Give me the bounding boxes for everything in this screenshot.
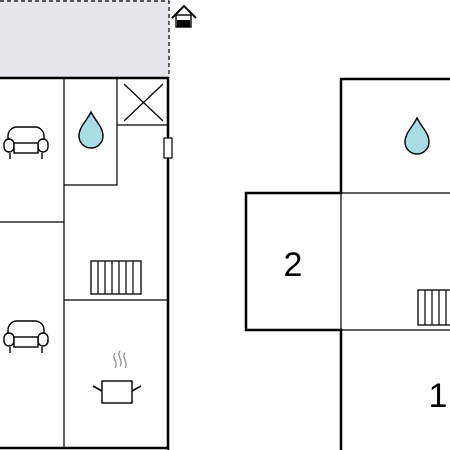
terrace-area xyxy=(0,0,169,78)
room-number-2: 2 xyxy=(284,246,303,284)
radiator-icon xyxy=(417,289,450,326)
ground-floor-outer-wall xyxy=(0,76,170,450)
radiator-icon xyxy=(90,260,142,295)
bathroom-drop-icon xyxy=(78,110,104,149)
ground-floor xyxy=(0,0,197,450)
cooking-pot-icon xyxy=(92,350,142,404)
boiler-cross-icon xyxy=(123,83,164,122)
entrance-icon xyxy=(171,4,197,28)
upper-floor: 2 1 xyxy=(244,77,450,450)
sofa-icon xyxy=(3,126,49,159)
bathroom-drop-icon xyxy=(404,116,430,155)
room-number-1: 1 xyxy=(429,377,448,415)
sofa-icon xyxy=(3,320,49,353)
terrace-dashed-border xyxy=(0,0,170,78)
wall-bathroom xyxy=(64,78,118,186)
window-icon xyxy=(163,137,173,159)
